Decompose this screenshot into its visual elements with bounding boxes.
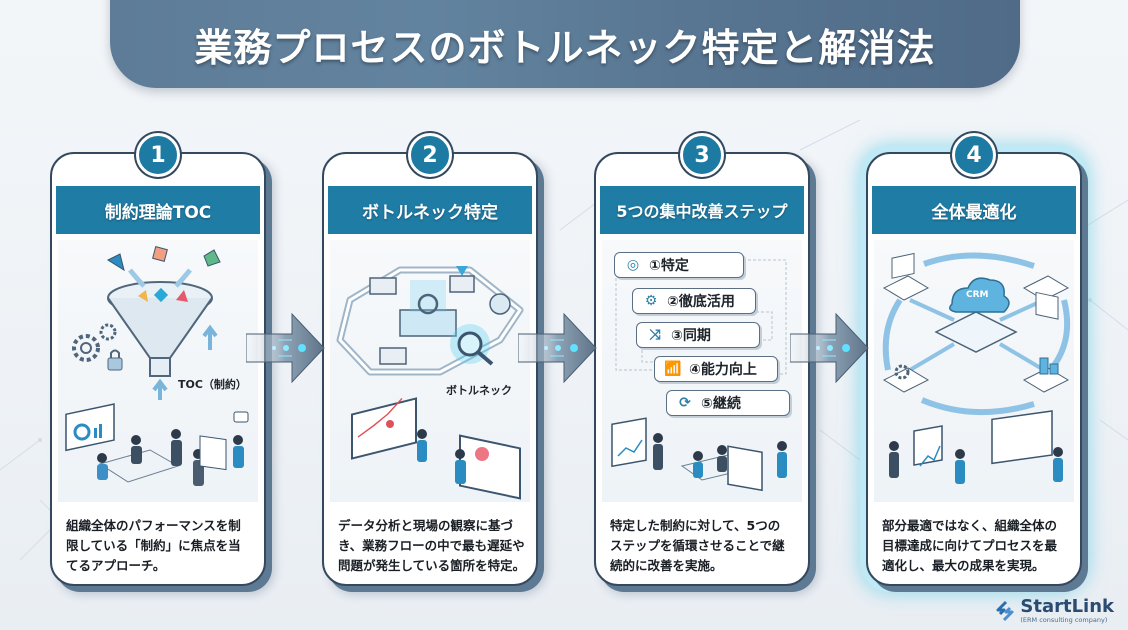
title-banner: 業務プロセスのボトルネック特定と解消法 bbox=[110, 0, 1020, 88]
card-description: データ分析と現場の観察に基づ き、業務フローの中で最も遅延や 問題が発生している… bbox=[338, 518, 526, 573]
step-number-badge: 4 bbox=[952, 133, 996, 177]
page-title: 業務プロセスのボトルネック特定と解消法 bbox=[194, 26, 936, 70]
magnifier-icon bbox=[450, 324, 494, 366]
cloud-crm-icon bbox=[882, 252, 1071, 484]
logo-subtitle: (ERM consulting company) bbox=[1020, 616, 1108, 624]
step-number-badge: 1 bbox=[136, 133, 180, 177]
toc-label: TOC（制約） bbox=[178, 378, 247, 391]
step-label: ⑤継続 bbox=[701, 396, 741, 412]
card-description: 組織全体のパフォーマンスを制 限している「制約」に焦点を当 てるアプローチ。 bbox=[66, 518, 241, 573]
card-heading: 5つの集中改善ステップ bbox=[600, 186, 804, 234]
people-analysis-icon bbox=[351, 397, 521, 500]
step-label: ④能力向上 bbox=[689, 362, 757, 378]
illustration-toc: TOC（制約） bbox=[58, 240, 258, 502]
illustration-bottleneck: ボトルネック bbox=[330, 240, 530, 502]
step-number-badge: 3 bbox=[680, 133, 724, 177]
funnel-icon bbox=[65, 246, 249, 486]
growth-chart-icon: 📶 bbox=[664, 361, 682, 377]
step-item-synchronize: ⤨ ③同期 bbox=[636, 322, 760, 348]
process-flow-icon bbox=[336, 266, 524, 500]
bottleneck-label: ボトルネック bbox=[446, 384, 512, 397]
card-heading: ボトルネック特定 bbox=[328, 186, 532, 234]
step-label: ①特定 bbox=[649, 258, 689, 274]
step-item-continue: ⟳ ⑤継続 bbox=[666, 390, 790, 416]
step-item-exploit: ⚙ ②徹底活用 bbox=[632, 288, 756, 314]
refresh-icon: ⟳ bbox=[679, 395, 691, 411]
startlink-logo-icon bbox=[996, 600, 1014, 622]
company-logo: StartLink (ERM consulting company) bbox=[994, 598, 1114, 624]
illustration-five-steps: ◎ ①特定 ⚙ ②徹底活用 ⤨ ③同期 📶 ④能力向上 ⟳ ⑤継続 bbox=[602, 240, 802, 502]
team-workshop-icon bbox=[611, 417, 787, 492]
step-label: ②徹底活用 bbox=[667, 294, 735, 310]
step-number-badge: 2 bbox=[408, 133, 452, 177]
card-description: 特定した制約に対して、5つの ステップを循環させることで継 続的に改善を実施。 bbox=[610, 518, 785, 573]
card-step-4: 4 全体最適化 bbox=[866, 133, 1082, 586]
target-icon: ◎ bbox=[626, 257, 640, 273]
hand-gear-icon: ⚙ bbox=[644, 293, 658, 309]
arrow-right-icon bbox=[790, 312, 869, 384]
step-label: ③同期 bbox=[671, 328, 711, 344]
card-description: 部分最適ではなく、組織全体の 目標達成に向けてプロセスを最 適化し、最大の成果を… bbox=[882, 518, 1058, 573]
card-step-2: 2 ボトルネック特定 bbox=[322, 133, 538, 586]
logo-name: StartLink bbox=[1020, 596, 1114, 617]
step-item-elevate: 📶 ④能力向上 bbox=[654, 356, 778, 382]
card-step-3: 3 5つの集中改善ステップ ◎ ①特定 ⚙ ②徹底活用 ⤨ ③同期 📶 ④能力向… bbox=[594, 133, 810, 586]
arrow-right-icon bbox=[518, 312, 597, 384]
illustration-optimization: CRM bbox=[874, 240, 1074, 502]
card-heading: 全体最適化 bbox=[872, 186, 1076, 234]
shuffle-icon: ⤨ bbox=[649, 327, 661, 343]
step-item-identify: ◎ ①特定 bbox=[614, 252, 744, 278]
card-step-1: 1 制約理論TOC bbox=[50, 133, 266, 586]
card-heading: 制約理論TOC bbox=[56, 186, 260, 234]
people-meeting-icon bbox=[65, 403, 249, 486]
crm-label: CRM bbox=[966, 290, 989, 300]
cycle-connector-lines bbox=[615, 259, 787, 375]
arrow-right-icon bbox=[246, 312, 325, 384]
